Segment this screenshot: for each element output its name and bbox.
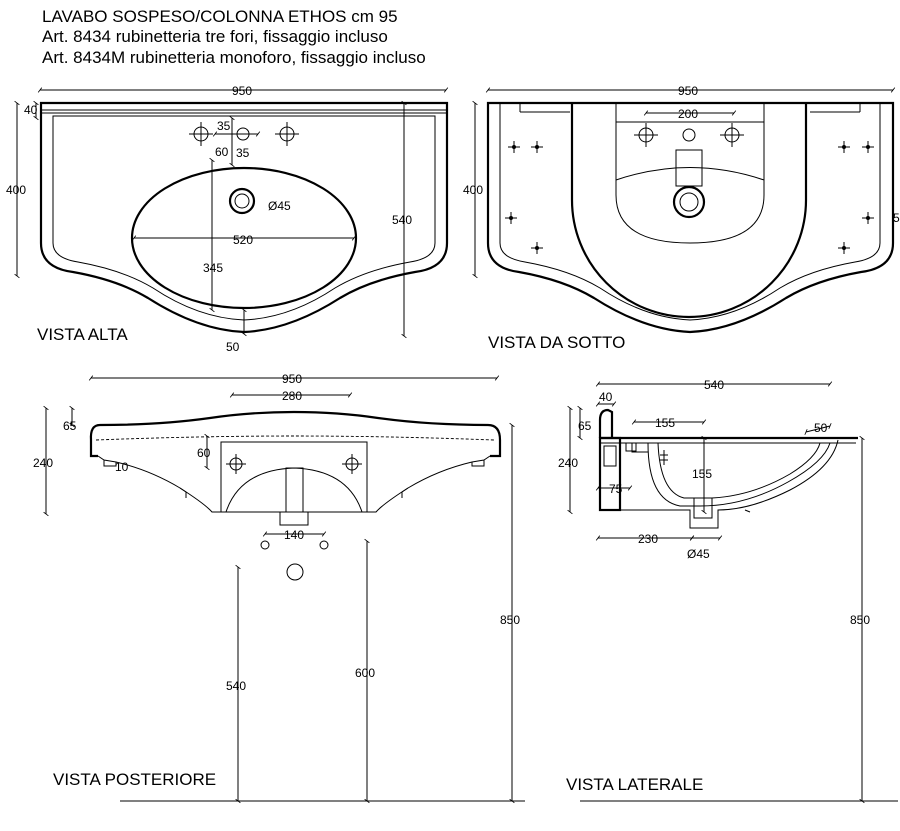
dim-top-bowl-depth: 345 [203, 261, 223, 275]
dim-side-height: 240 [558, 456, 578, 470]
dim-top-bowl-width: 520 [233, 233, 253, 247]
fixing-point-icon [505, 141, 874, 254]
view-top: 950 520 345 Ø45 35 35 60 400 40 [6, 84, 449, 354]
view-side: 540 40 155 155 50 75 230 Ø45 [558, 378, 898, 804]
title-line-2: Art. 8434 rubinetteria tre fori, fissagg… [42, 27, 388, 46]
crosshair-icon [189, 122, 213, 146]
dim-bottom-right: 5 [893, 211, 900, 225]
dim-top-hole-gap2: 35 [236, 146, 250, 160]
dim-top-drain: Ø45 [268, 199, 291, 213]
dim-bottom-depth: 400 [463, 183, 483, 197]
dim-top-depth: 400 [6, 183, 26, 197]
view-title-top: VISTA ALTA [37, 325, 128, 344]
title-line-3: Art. 8434M rubinetteria monoforo, fissag… [42, 48, 426, 67]
dim-rear-top: 65 [63, 419, 77, 433]
dim-rear-height: 240 [33, 456, 53, 470]
dim-rear-pedestal-top: 600 [355, 666, 375, 680]
dim-side-total-height: 850 [850, 613, 870, 627]
view-bottom: 950 200 400 5 VISTA DA [463, 84, 900, 352]
dim-top-width: 950 [232, 84, 252, 98]
view-title-side: VISTA LATERALE [566, 775, 703, 794]
dim-side-base: 230 [638, 532, 658, 546]
crosshair-icon [634, 123, 658, 147]
dim-side-rim: 40 [599, 390, 613, 404]
dim-side-drain-offset: 155 [655, 416, 675, 430]
dim-rear-pedestal-height: 540 [226, 679, 246, 693]
view-title-rear: VISTA POSTERIORE [53, 770, 216, 789]
crosshair-icon [720, 123, 744, 147]
crosshair-icon [226, 454, 246, 474]
dim-top-hole-gap1: 35 [217, 119, 231, 133]
crosshair-icon [342, 454, 362, 474]
view-title-bottom: VISTA DA SOTTO [488, 333, 625, 352]
crosshair-icon [275, 122, 299, 146]
title-line-1: LAVABO SOSPESO/COLONNA ETHOS cm 95 [42, 7, 398, 26]
dim-top-rim: 40 [24, 103, 38, 117]
dim-bottom-width: 950 [678, 84, 698, 98]
dim-rear-thickness: 10 [115, 460, 129, 474]
dim-rear-total-height: 850 [500, 613, 520, 627]
dim-side-depth: 540 [704, 378, 724, 392]
dim-top-front: 50 [226, 340, 240, 354]
dim-side-wall: 75 [609, 482, 623, 496]
view-rear: 950 280 60 10 65 240 140 [33, 372, 525, 804]
dim-side-drain: Ø45 [687, 547, 710, 561]
dim-rear-hole-offset: 60 [197, 446, 211, 460]
dim-side-lip: 50 [814, 421, 828, 435]
dim-side-top: 65 [578, 419, 592, 433]
dim-bottom-fix-span: 200 [678, 107, 698, 121]
dim-rear-width: 950 [282, 372, 302, 386]
dim-rear-fix-span: 280 [282, 389, 302, 403]
dim-top-total-depth: 540 [392, 213, 412, 227]
dim-top-hole-offset: 60 [215, 145, 229, 159]
dim-side-bowl-depth: 155 [692, 467, 712, 481]
dim-rear-drain-span: 140 [284, 528, 304, 542]
